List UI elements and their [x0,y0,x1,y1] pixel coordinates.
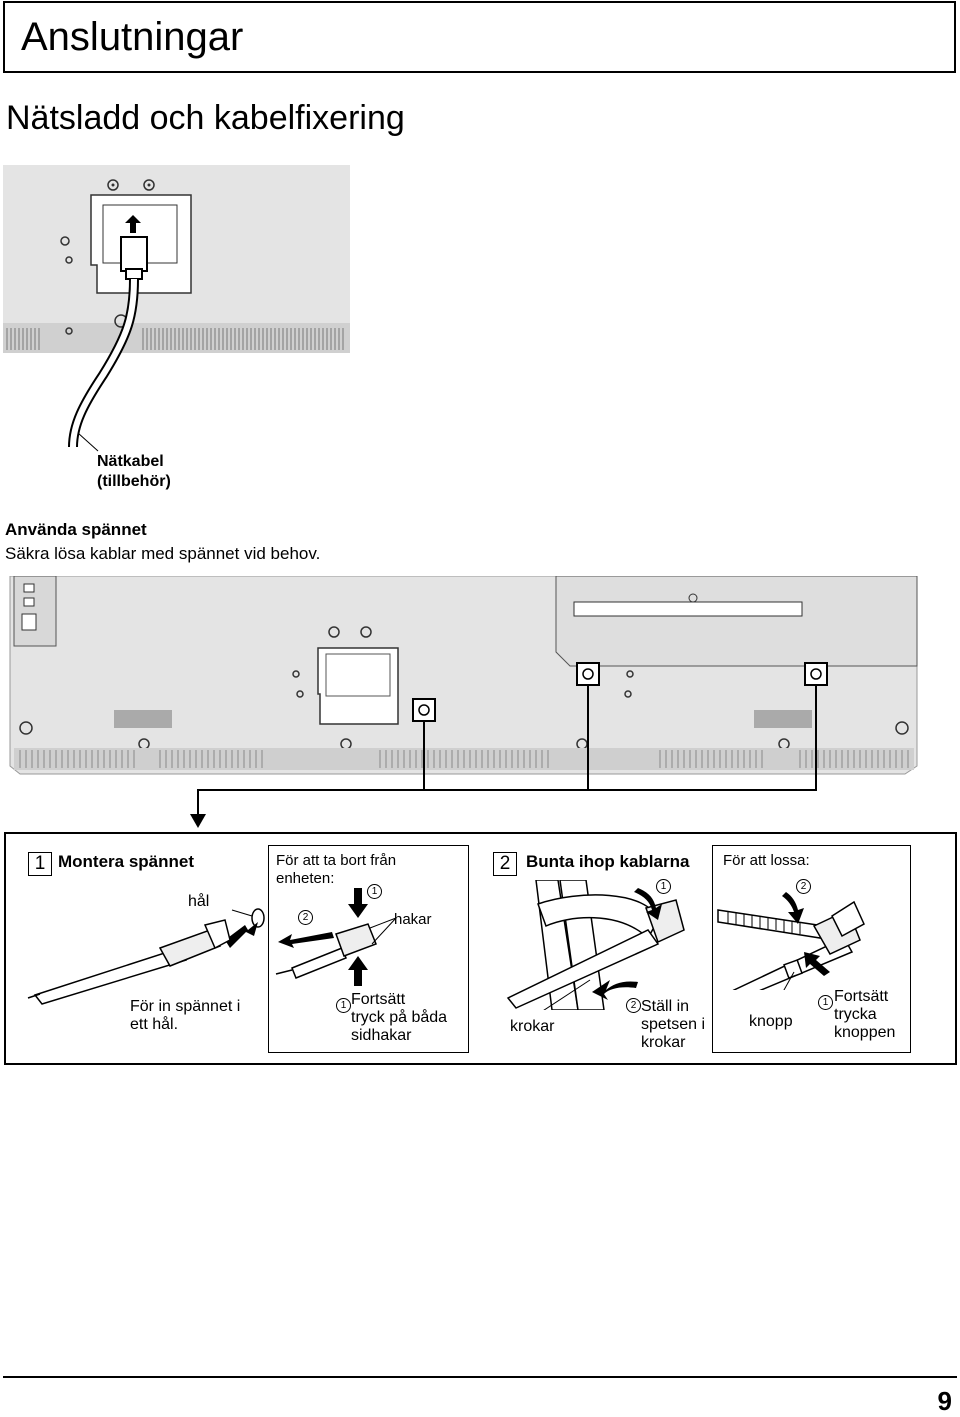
step2-marker-1: 1 [656,879,671,894]
remove-caption-line1: Fortsätt [351,991,406,1008]
remove-caption-line3: sidhakar [351,1027,412,1044]
section-title: Nätsladd och kabelfixering [6,99,405,137]
page-header: Anslutningar [3,1,956,73]
remove-marker-2: 2 [298,910,313,925]
clamp-heading: Använda spännet [5,520,147,539]
remove-hooks-label: hakar [394,911,432,928]
step2-caption-line1: Ställ in [641,998,690,1015]
step2-number: 2 [493,852,517,876]
step1-caption-line1: För in spännet i [130,998,241,1015]
power-cable-label: Nätkabel [97,453,164,470]
clamp-steps-panel [4,832,957,1065]
power-cable-sublabel: (tillbehör) [97,473,171,490]
remove-caption-line2: tryck på båda [351,1009,448,1026]
release-panel [712,845,911,1053]
rear-panel-figure [9,576,918,828]
release-title: För att lossa: [723,852,810,869]
page-number: 9 [937,1386,952,1416]
step2-title: Bunta ihop kablarna [526,852,690,871]
step1-title: Montera spännet [58,852,195,871]
remove-title-line1: För att ta bort från [276,852,397,869]
hole-label: hål [188,893,210,910]
clamp-remove-illustration [275,888,397,986]
page-title: Anslutningar [21,15,244,59]
step2-caption-line3: krokar [641,1034,686,1051]
clamp-insert-illustration [27,908,265,1005]
remove-marker-1: 1 [367,884,382,899]
release-knob-label: knopp [749,1013,793,1030]
clamp-description: Säkra lösa kablar med spännet vid behov. [5,544,321,563]
release-caption-line2: trycka [834,1006,877,1023]
remove-panel [268,845,469,1053]
bundle-cables-illustration [506,880,685,1010]
remove-caption-marker: 1 [336,998,351,1013]
release-marker-2: 2 [796,879,811,894]
release-illustration [717,892,865,990]
footer-rule [3,1376,957,1378]
remove-title-line2: enheten: [276,870,335,887]
release-caption-line1: Fortsätt [834,988,889,1005]
release-caption-marker: 1 [818,995,833,1010]
step2-hooks-label: krokar [510,1018,555,1035]
step1-number: 1 [28,852,52,876]
power-cord-figure [3,165,350,452]
release-caption-line3: knoppen [834,1024,896,1041]
step1-caption-line2: ett hål. [130,1016,179,1033]
step2-caption-line2: spetsen i [641,1016,706,1033]
step2-caption-marker: 2 [626,998,641,1013]
